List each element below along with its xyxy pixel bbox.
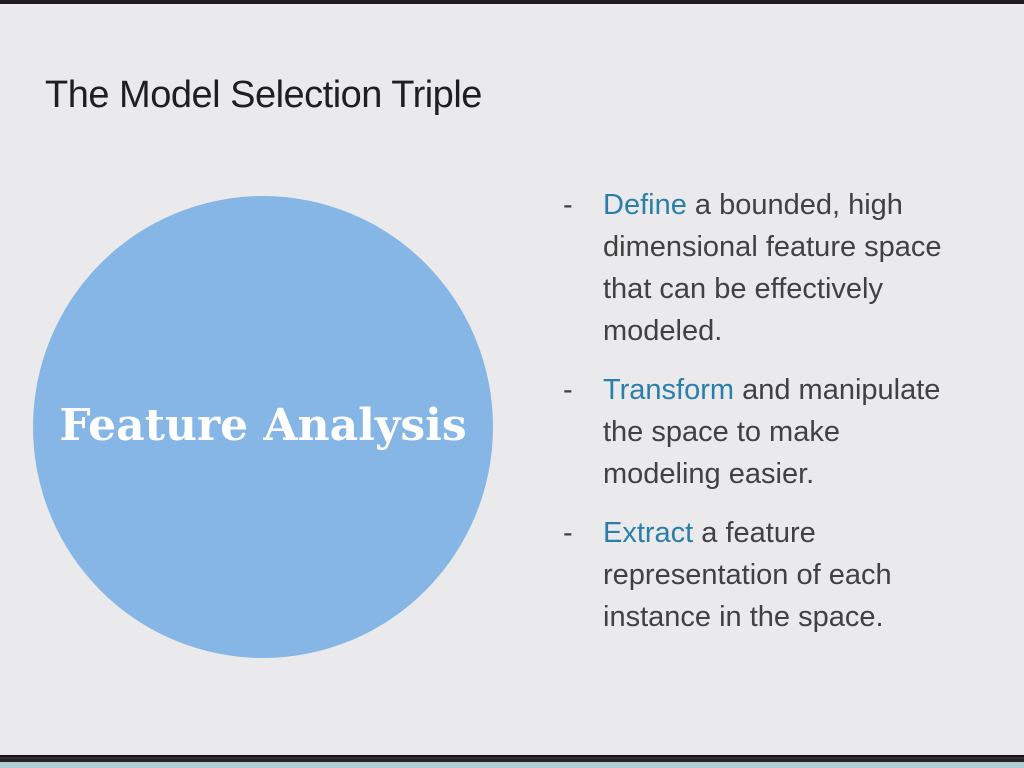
bullet-line-rest: a bounded, high <box>686 189 903 221</box>
bullet-list: - Define a bounded, high dimensional fea… <box>563 184 993 655</box>
bullet-line: Define a bounded, high <box>603 184 993 226</box>
bullet-line: Transform and manipulate <box>603 369 993 411</box>
bullet-line: instance in the space. <box>603 601 884 633</box>
bullet-line-rest: and manipulate <box>734 374 941 406</box>
bullet-keyword: Extract <box>603 517 694 549</box>
bullet-text: Define a bounded, high dimensional featu… <box>603 184 993 352</box>
bullet-item-extract: - Extract a feature representation of ea… <box>563 512 993 638</box>
bullet-item-transform: - Transform and manipulate the space to … <box>563 369 993 495</box>
bullet-line-rest: a feature <box>693 517 816 549</box>
bullet-line: Extract a feature <box>603 512 993 554</box>
bullet-line: that can be effectively <box>603 273 883 305</box>
bullet-marker: - <box>563 374 573 406</box>
bullet-item-define: - Define a bounded, high dimensional fea… <box>563 184 993 352</box>
bullet-keyword: Define <box>603 189 687 221</box>
bullet-line: representation of each <box>603 559 892 591</box>
bullet-keyword: Transform <box>603 374 735 406</box>
bullet-line: modeled. <box>603 315 723 347</box>
bottom-border-bar <box>0 755 1024 762</box>
top-border-bar <box>0 0 1024 4</box>
feature-analysis-circle: Feature Analysis <box>33 196 493 658</box>
bullet-text: Transform and manipulate the space to ma… <box>603 369 993 495</box>
bullet-text: Extract a feature representation of each… <box>603 512 993 638</box>
slide-title: The Model Selection Triple <box>45 74 482 116</box>
bullet-marker: - <box>563 189 573 221</box>
bullet-line: the space to make <box>603 416 840 448</box>
bullet-marker: - <box>563 517 573 549</box>
bullet-line: modeling easier. <box>603 458 815 490</box>
bullet-line: dimensional feature space <box>603 231 942 263</box>
bottom-accent-strip <box>0 762 1024 768</box>
circle-label: Feature Analysis <box>59 399 467 451</box>
